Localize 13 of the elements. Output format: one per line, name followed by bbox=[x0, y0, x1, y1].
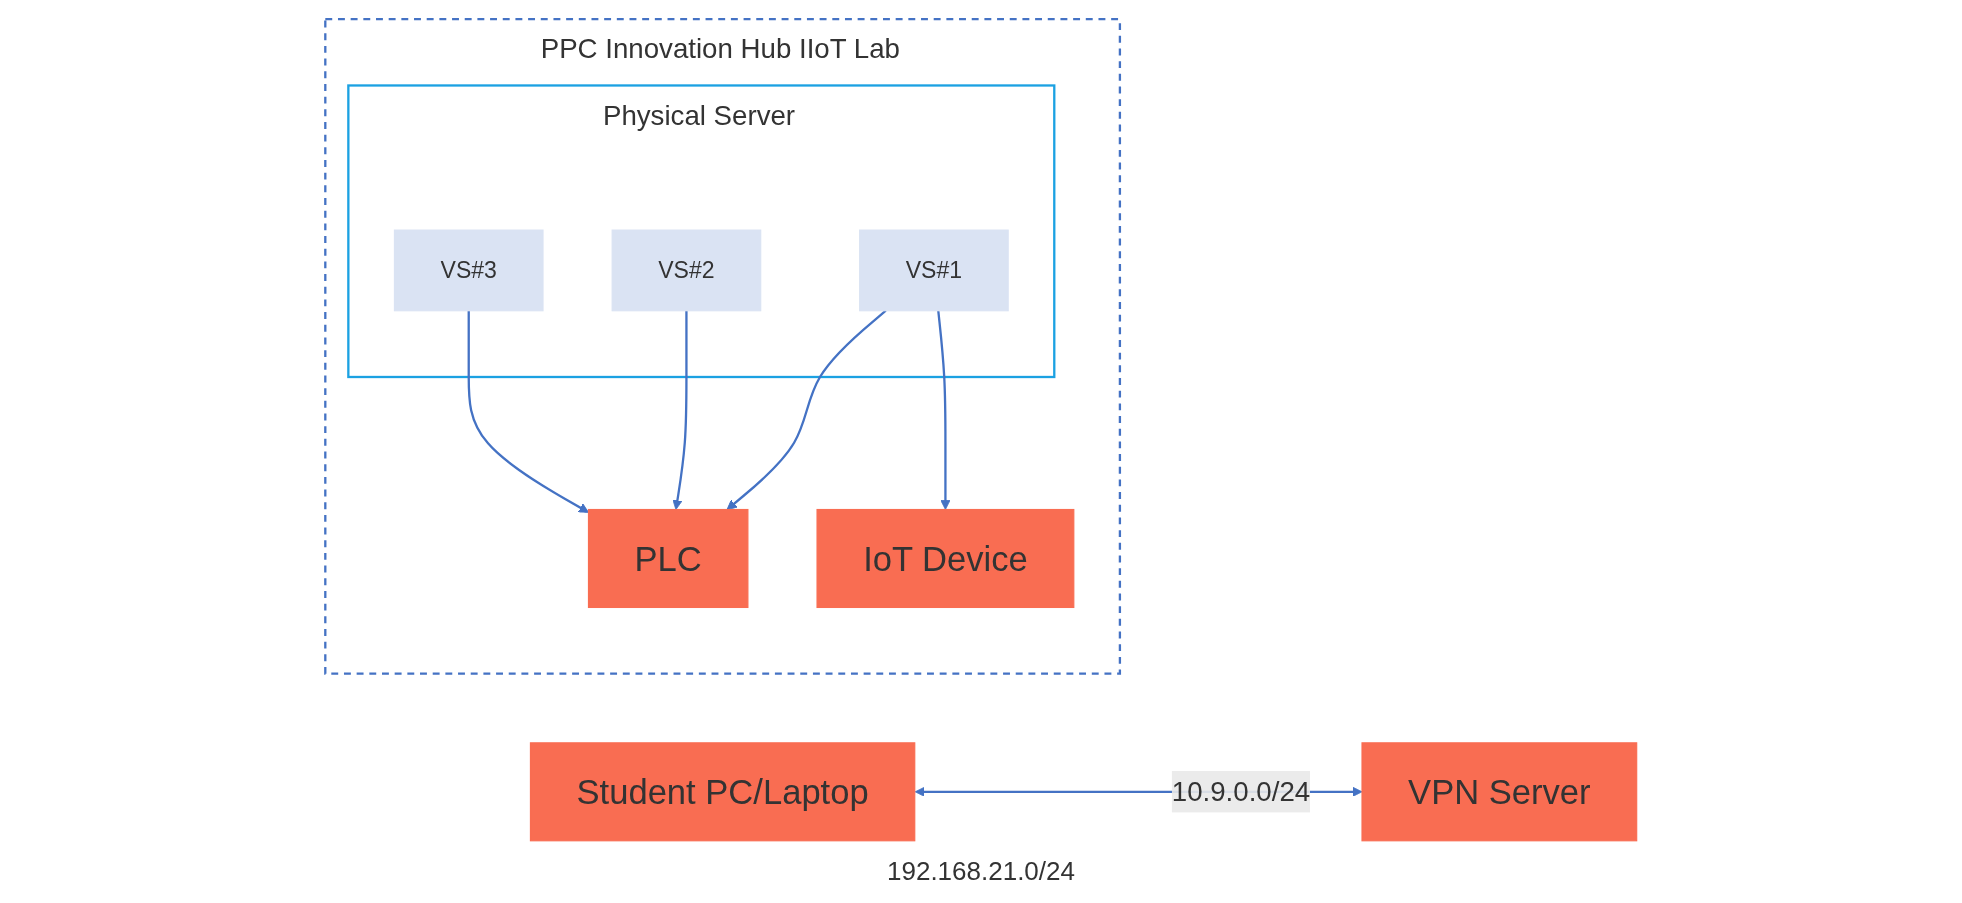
network-label: 192.168.21.0/24 bbox=[887, 856, 1075, 886]
node-box: IoT Device bbox=[816, 508, 1075, 609]
node-box: VS#2 bbox=[611, 229, 762, 312]
node-box: VS#1 bbox=[859, 229, 1009, 312]
arrow bbox=[937, 310, 951, 510]
arrow bbox=[726, 309, 887, 510]
node-box: PLC bbox=[587, 508, 749, 609]
node-box: Student PC/Laptop bbox=[529, 742, 916, 842]
arrow bbox=[467, 310, 589, 513]
arrow bbox=[672, 310, 688, 510]
node-box: VS#3 bbox=[393, 229, 544, 312]
node-box: VPN Server bbox=[1361, 742, 1638, 842]
edge-label: 10.9.0.0/24 bbox=[1171, 775, 1311, 807]
